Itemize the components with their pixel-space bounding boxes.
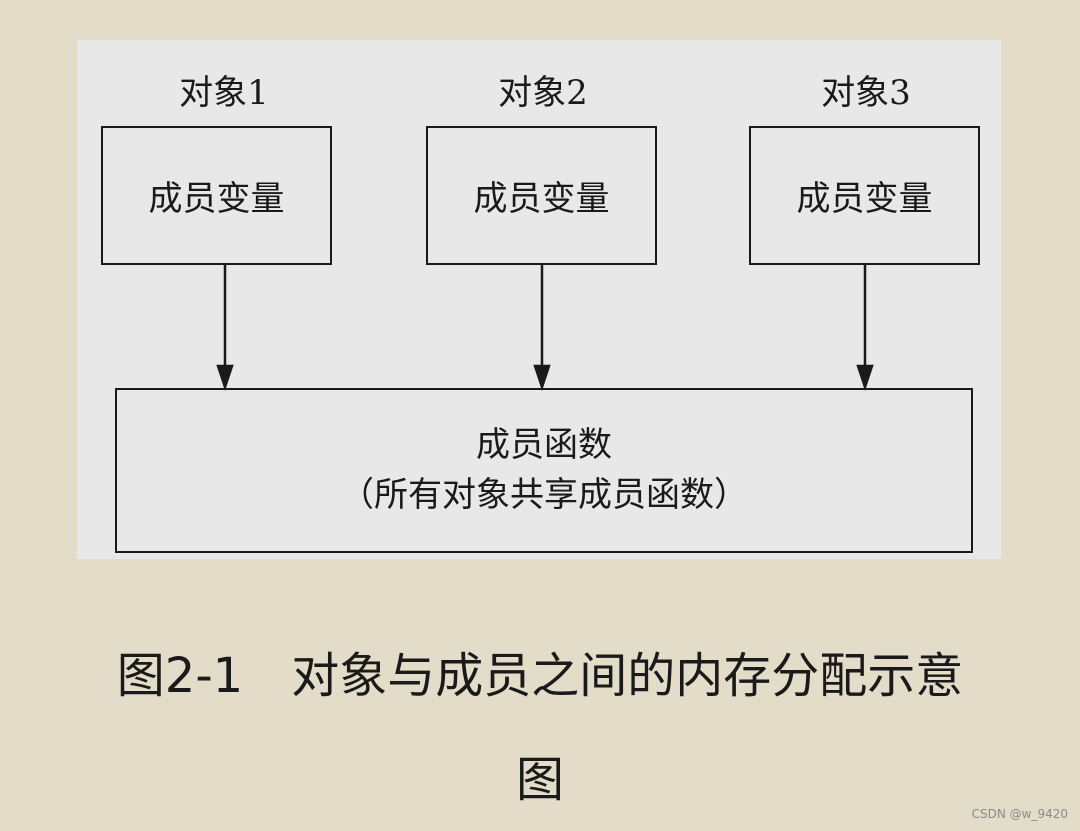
arrow-3-head (856, 364, 874, 391)
object-1-label: 对象1 (179, 73, 269, 113)
figure-caption: 图2-1 对象与成员之间的内存分配示意 (116, 648, 964, 704)
object-2-member-variable-box: 成员变量 (426, 126, 657, 265)
shared-member-function-box: 成员函数 （所有对象共享成员函数） (115, 388, 973, 553)
figure-caption-continued: 图 (515, 752, 564, 808)
watermark: CSDN @w_9420 (971, 807, 1068, 821)
object-2-member-variable-text: 成员变量 (473, 179, 610, 219)
object-1-member-variable-text: 成员变量 (148, 179, 285, 219)
object-1-member-variable-box: 成员变量 (101, 126, 332, 265)
member-function-title: 成员函数 (476, 425, 612, 466)
arrow-2-head (533, 364, 551, 391)
arrow-1-head (216, 364, 234, 391)
member-function-note: （所有对象共享成员函数） (340, 474, 748, 515)
diagram-figure: 对象1 对象2 对象3 成员变量 成员变量 成员变量 成员函数 （所有对象共享成… (77, 40, 1001, 559)
connector-arrows (216, 265, 874, 391)
object-3-member-variable-box: 成员变量 (749, 126, 980, 265)
object-3-member-variable-text: 成员变量 (796, 179, 933, 219)
object-3-label: 对象3 (821, 73, 911, 113)
object-2-label: 对象2 (498, 73, 588, 113)
